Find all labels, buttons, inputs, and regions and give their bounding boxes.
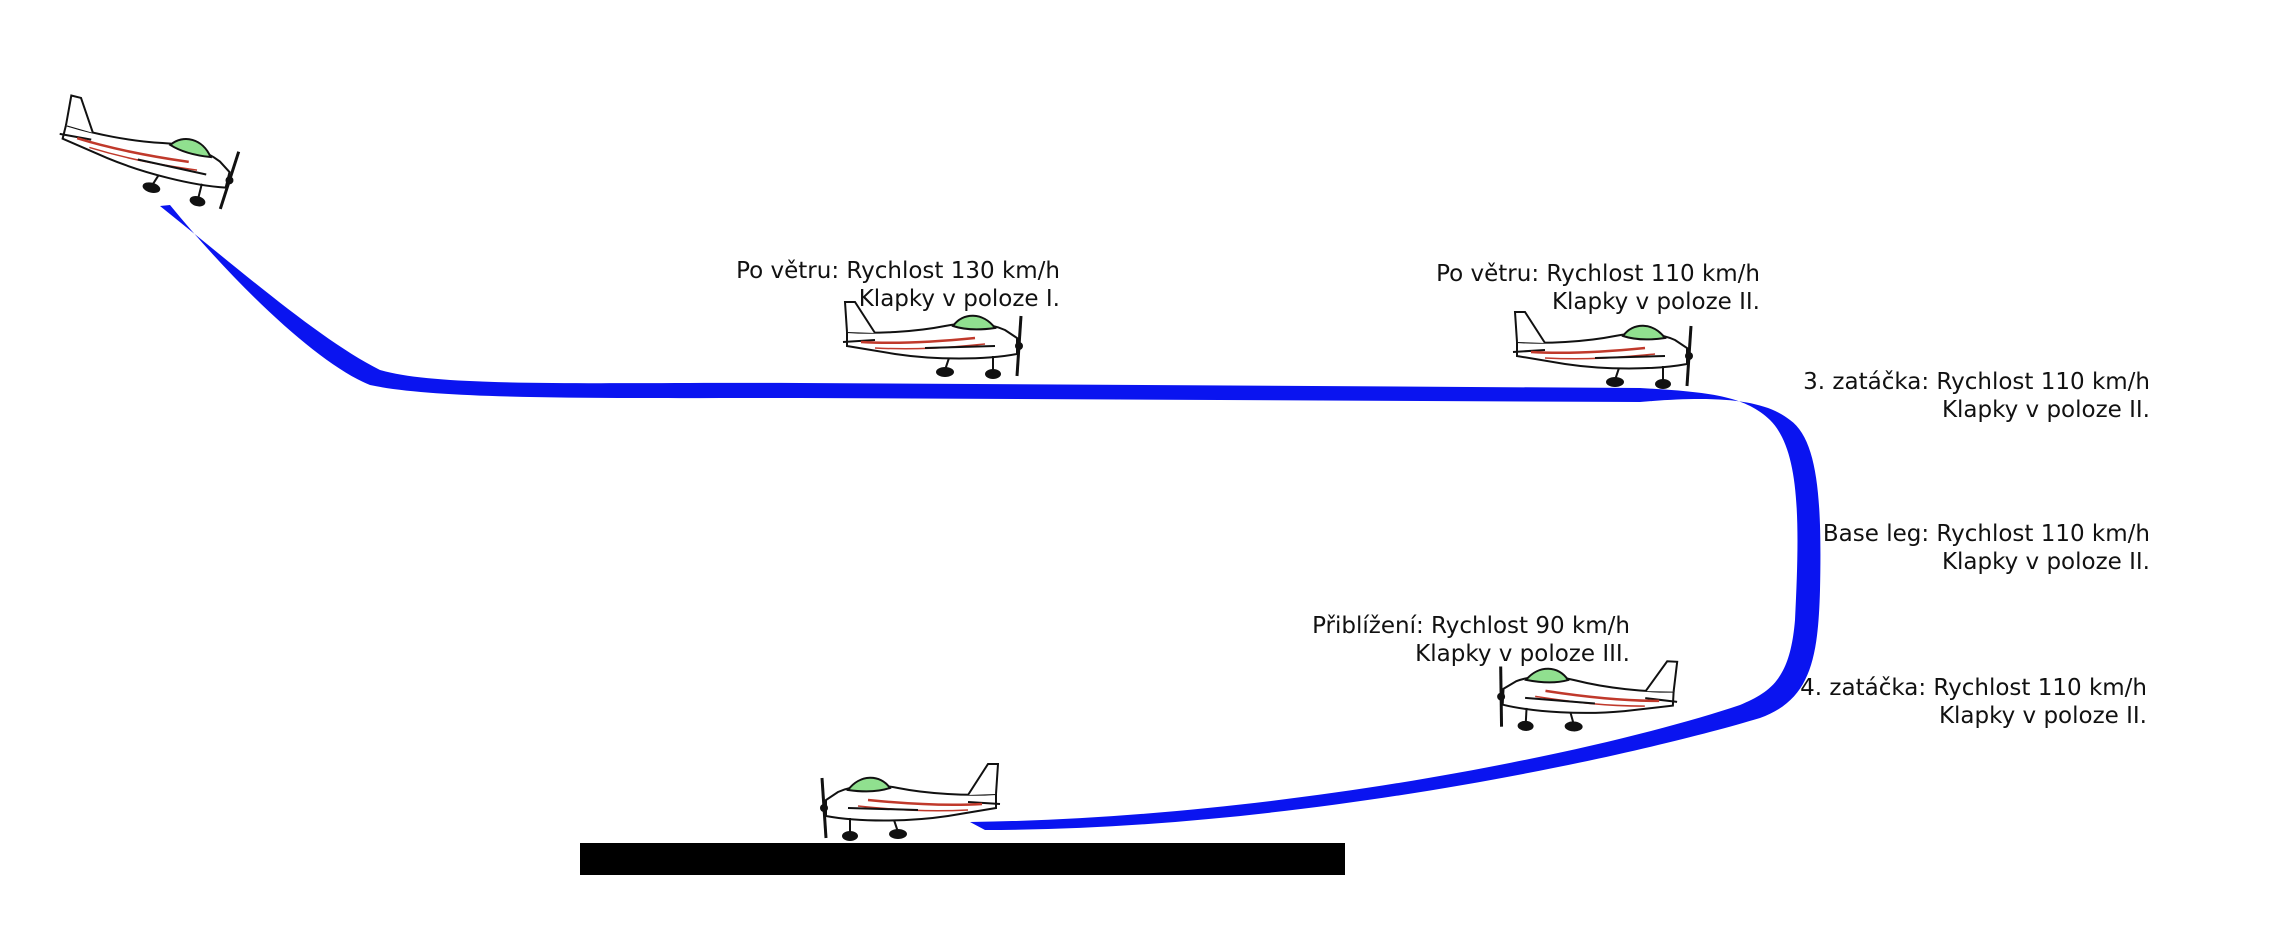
label-turn-3-speed: 3. zatáčka: Rychlost 110 km/h (1803, 369, 2150, 395)
label-downwind-2-speed: Po větru: Rychlost 110 km/h (1436, 261, 1760, 287)
label-downwind-2-flaps: Klapky v poloze II. (1551, 289, 1760, 315)
label-turn-3: 3. zatáčka: Rychlost 110 km/h Klapky v p… (1770, 368, 2150, 424)
label-downwind-1-flaps: Klapky v poloze I. (858, 286, 1060, 312)
label-turn-4-flaps: Klapky v poloze II. (1938, 703, 2147, 729)
label-base-leg-speed: Base leg: Rychlost 110 km/h (1822, 521, 2150, 547)
aircraft-icon-landing (818, 762, 1002, 843)
aircraft-icon-downwind2 (1511, 310, 1695, 391)
aircraft-icon-downwind1 (841, 300, 1025, 381)
label-turn-4: 4. zatáčka: Rychlost 110 km/h Klapky v p… (1770, 674, 2147, 730)
label-approach-flaps: Klapky v poloze III. (1415, 641, 1630, 667)
label-approach-speed: Přiblížení: Rychlost 90 km/h (1312, 613, 1630, 639)
label-downwind-1: Po větru: Rychlost 130 km/h Klapky v pol… (700, 257, 1060, 313)
label-downwind-2: Po větru: Rychlost 110 km/h Klapky v pol… (1390, 260, 1760, 316)
label-turn-3-flaps: Klapky v poloze II. (1941, 397, 2150, 423)
label-approach: Přiblížení: Rychlost 90 km/h Klapky v po… (1250, 612, 1630, 668)
label-base-leg-flaps: Klapky v poloze II. (1941, 549, 2150, 575)
label-downwind-1-speed: Po větru: Rychlost 130 km/h (736, 258, 1060, 284)
label-turn-4-speed: 4. zatáčka: Rychlost 110 km/h (1800, 675, 2147, 701)
label-base-leg: Base leg: Rychlost 110 km/h Klapky v pol… (1770, 520, 2150, 576)
aircraft-icon-start (49, 93, 246, 215)
runway-bar (580, 843, 1345, 875)
